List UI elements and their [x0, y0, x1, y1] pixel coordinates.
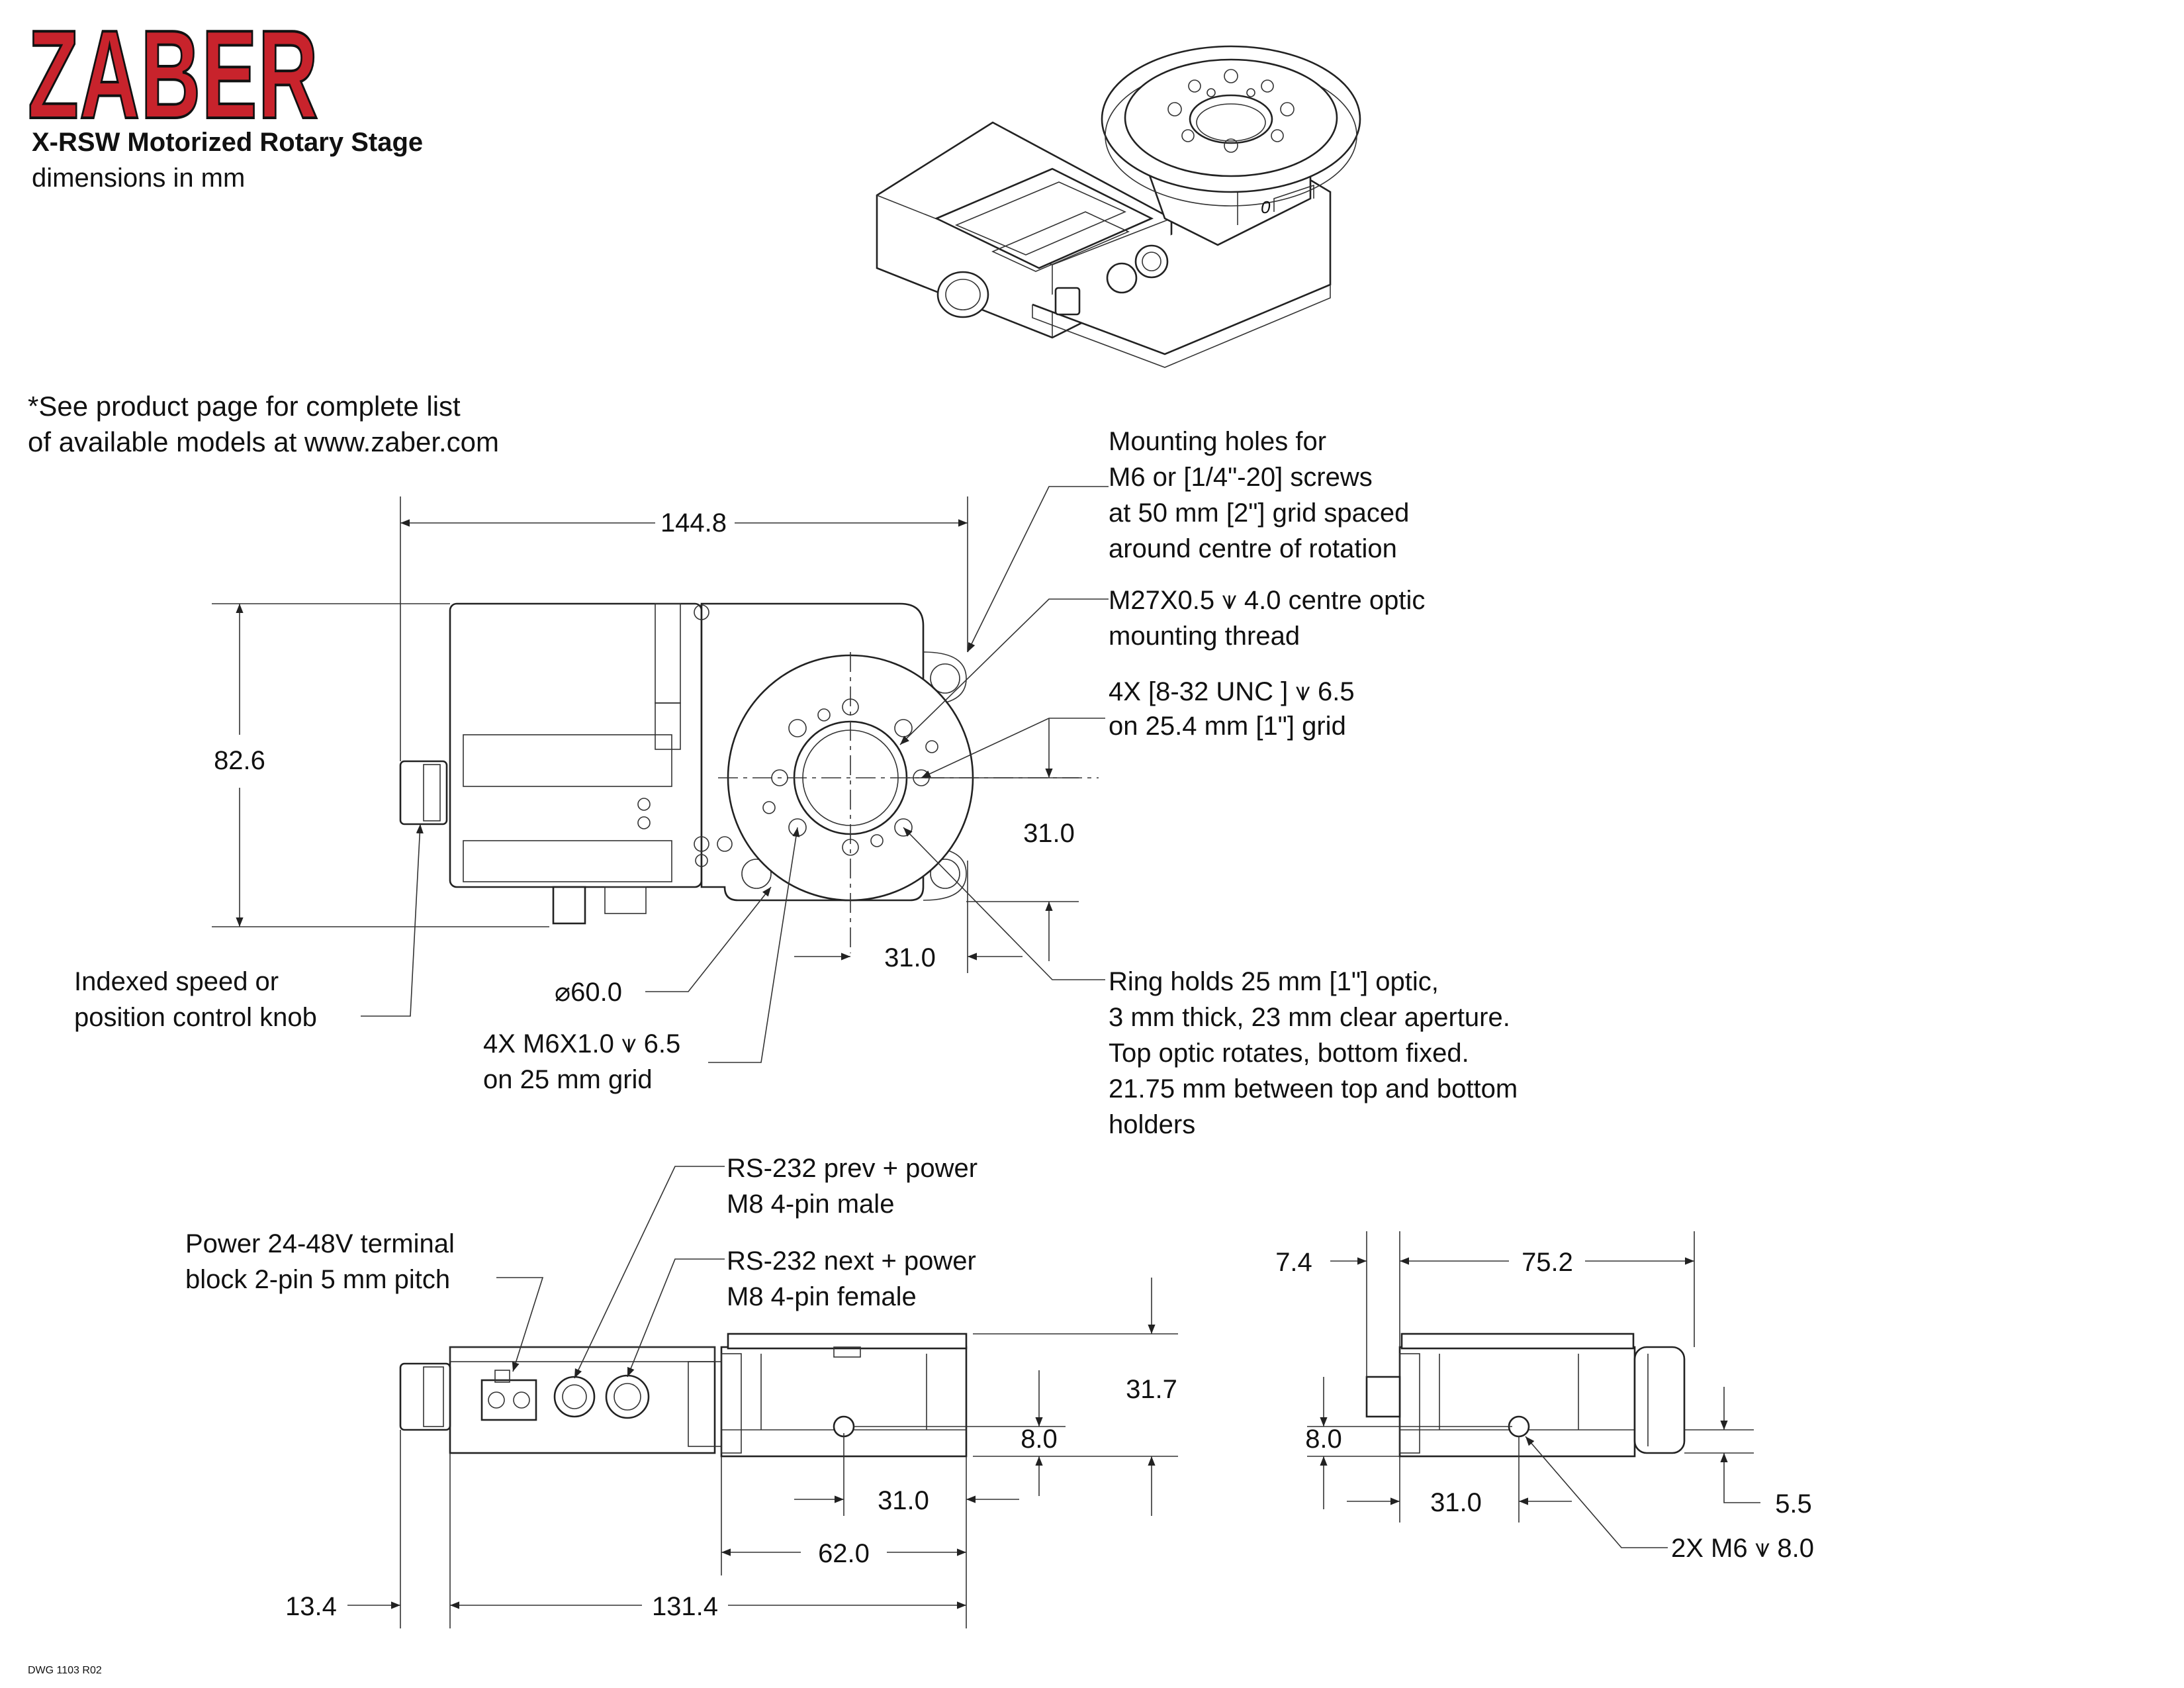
dim-front-hole-height: 8.0	[1021, 1425, 1058, 1454]
dim-height-82-6: 82.6	[214, 746, 265, 775]
callout-m6-holes-2: on 25 mm grid	[483, 1065, 653, 1094]
callout-centre-thread-2: mounting thread	[1109, 622, 1300, 651]
dim-side-hole-offset: 31.0	[1430, 1488, 1482, 1517]
dim-front-height: 31.7	[1126, 1375, 1177, 1404]
callout-power-1: Power 24-48V terminal	[185, 1229, 455, 1258]
front-view	[399, 1333, 968, 1458]
zaber-logo: ZABER	[28, 5, 319, 145]
dim-grid-offset-v: 31.0	[1023, 819, 1075, 848]
dim-front-hole-offset: 31.0	[878, 1486, 929, 1515]
callout-mounting-holes-3: at 50 mm [2"] grid spaced	[1109, 498, 1409, 528]
dim-side-base: 5.5	[1775, 1489, 1812, 1519]
footnote-line-2: of available models at www.zaber.com	[28, 426, 499, 457]
callout-rs232-next-1: RS-232 next + power	[727, 1246, 976, 1276]
dim-front-platform: 62.0	[818, 1539, 870, 1568]
front-view-dimensions: 31.7 8.0 31.0 62.0 13.4 131.4	[285, 1278, 1178, 1628]
footnote-line-1: *See product page for complete list	[28, 391, 461, 422]
callout-ring-2: 3 mm thick, 23 mm clear aperture.	[1109, 1003, 1510, 1032]
callout-ring-diameter: ⌀60.0	[555, 978, 622, 1007]
svg-text:0: 0	[1261, 197, 1271, 217]
dim-side-hole-height: 8.0	[1305, 1425, 1342, 1454]
callout-rs232-next-2: M8 4-pin female	[727, 1282, 917, 1311]
front-view-callouts: RS-232 prev + power M8 4-pin male RS-232…	[185, 1154, 978, 1379]
dim-front-knob: 13.4	[285, 1592, 337, 1621]
callout-side-holes: 2X M6 ⩛ 8.0	[1671, 1534, 1814, 1563]
callout-mounting-holes-4: around centre of rotation	[1109, 534, 1397, 563]
dim-side-offset: 7.4	[1275, 1248, 1312, 1277]
callout-power-2: block 2-pin 5 mm pitch	[185, 1265, 450, 1294]
dim-grid-offset-h: 31.0	[884, 943, 936, 972]
side-view	[1365, 1333, 1686, 1458]
drawing-number: DWG 1103 R02	[28, 1665, 102, 1676]
callout-rs232-prev-1: RS-232 prev + power	[727, 1154, 978, 1183]
top-view-callouts: Mounting holes for M6 or [1/4"-20] screw…	[74, 427, 1518, 1139]
dim-side-width: 75.2	[1522, 1248, 1573, 1277]
callout-ring-1: Ring holds 25 mm [1"] optic,	[1109, 967, 1439, 996]
dim-width-144-8: 144.8	[660, 508, 727, 538]
dim-front-length: 131.4	[652, 1592, 718, 1621]
callout-small-holes-1: 4X [8-32 UNC ] ⩛ 6.5	[1109, 677, 1355, 706]
callout-small-holes-2: on 25.4 mm [1"] grid	[1109, 712, 1346, 741]
side-view-dimensions: 7.4 75.2 8.0 31.0 5.5 2X M6 ⩛ 8.0	[1275, 1231, 1814, 1563]
callout-knob-2: position control knob	[74, 1003, 317, 1032]
callout-ring-5: holders	[1109, 1110, 1195, 1139]
callout-m6-holes-1: 4X M6X1.0 ⩛ 6.5	[483, 1029, 680, 1058]
top-view-dimensions: 144.8 82.6 31.0 31.0	[212, 496, 1079, 973]
callout-mounting-holes-1: Mounting holes for	[1109, 427, 1326, 456]
units-note: dimensions in mm	[32, 164, 245, 193]
callout-ring-4: 21.75 mm between top and bottom	[1109, 1074, 1518, 1103]
product-title: X-RSW Motorized Rotary Stage	[32, 128, 423, 157]
isometric-stage-illustration: 0	[876, 45, 1361, 368]
callout-knob-1: Indexed speed or	[74, 967, 279, 996]
callout-rs232-prev-2: M8 4-pin male	[727, 1190, 894, 1219]
callout-centre-thread-1: M27X0.5 ⩛ 4.0 centre optic	[1109, 586, 1425, 615]
callout-ring-3: Top optic rotates, bottom fixed.	[1109, 1039, 1469, 1068]
top-view	[399, 602, 1099, 953]
callout-mounting-holes-2: M6 or [1/4"-20] screws	[1109, 463, 1373, 492]
